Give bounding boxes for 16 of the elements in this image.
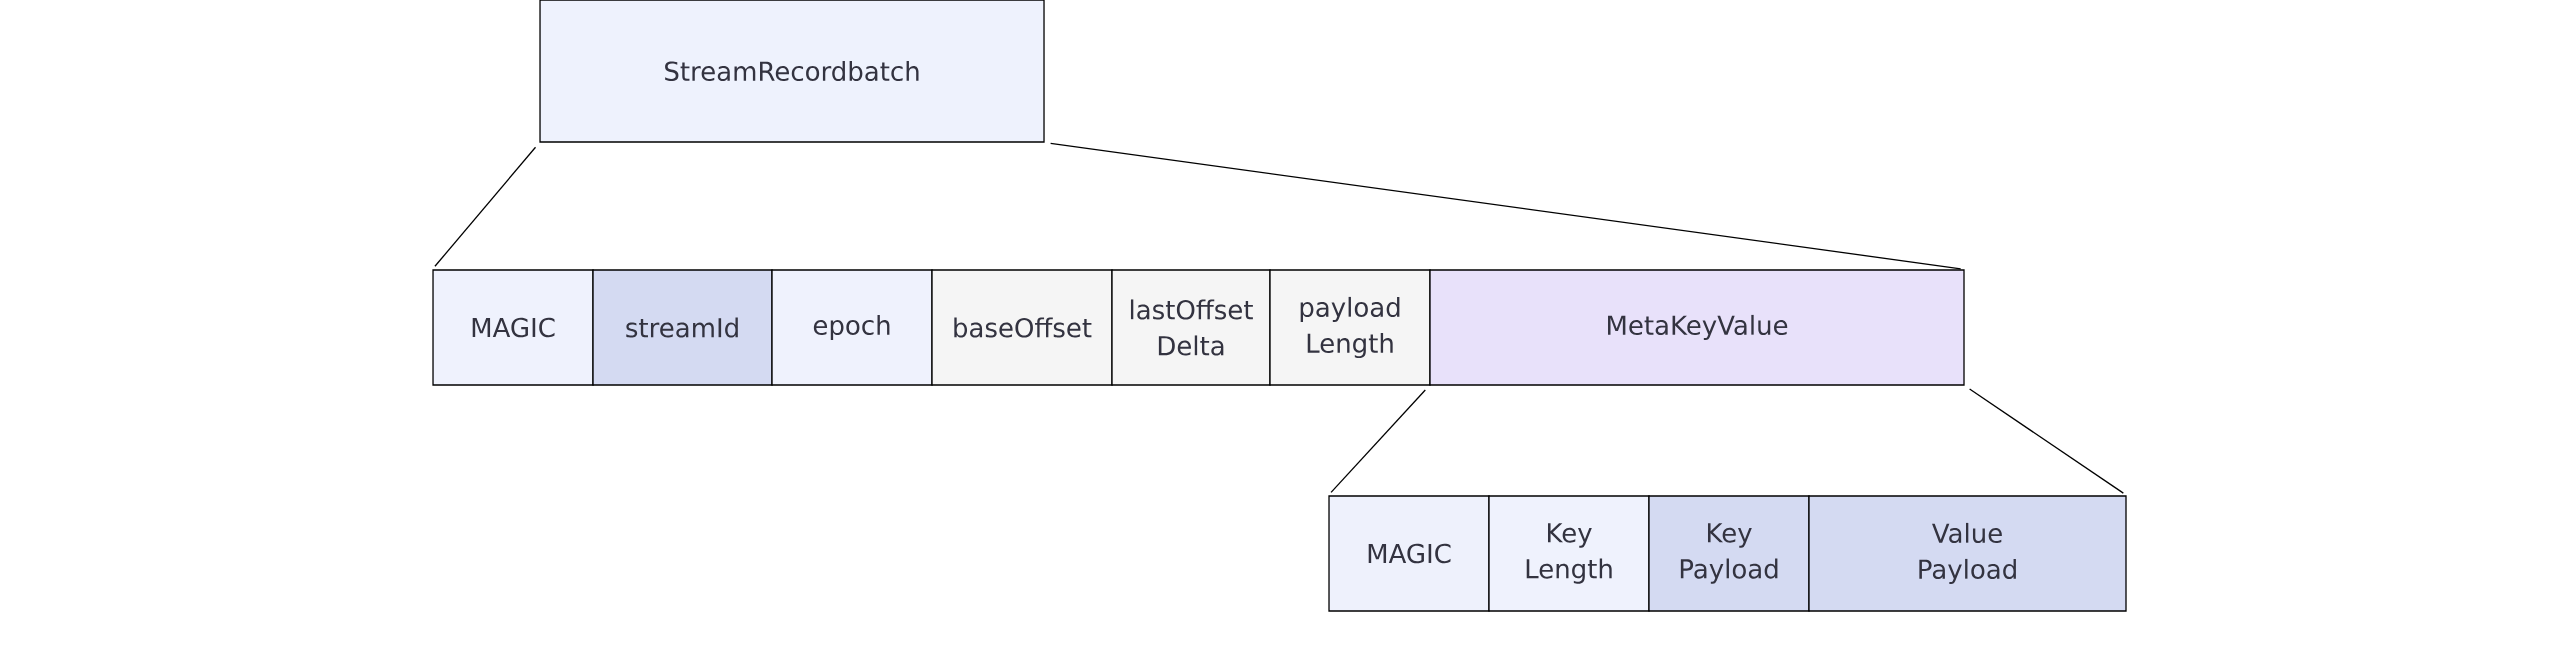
connector-line [434,146,537,267]
connector-line [1049,142,1962,270]
field-cell: baseOffset [931,269,1113,386]
field-cell: epoch [771,269,933,386]
field-cell: payload Length [1269,269,1431,386]
field-cell: streamId [592,269,773,386]
record-box: StreamRecordbatch [539,0,1045,143]
field-cell: Key Payload [1648,495,1810,612]
field-cell: MetaKeyValue [1429,269,1965,386]
field-cell: MAGIC [1328,495,1490,612]
field-cell: Value Payload [1808,495,2127,612]
connector-line [1330,389,1426,494]
field-cell: Key Length [1488,495,1650,612]
field-cell: MAGIC [432,269,594,386]
field-cell: lastOffset Delta [1111,269,1271,386]
connector-line [1968,388,2124,494]
